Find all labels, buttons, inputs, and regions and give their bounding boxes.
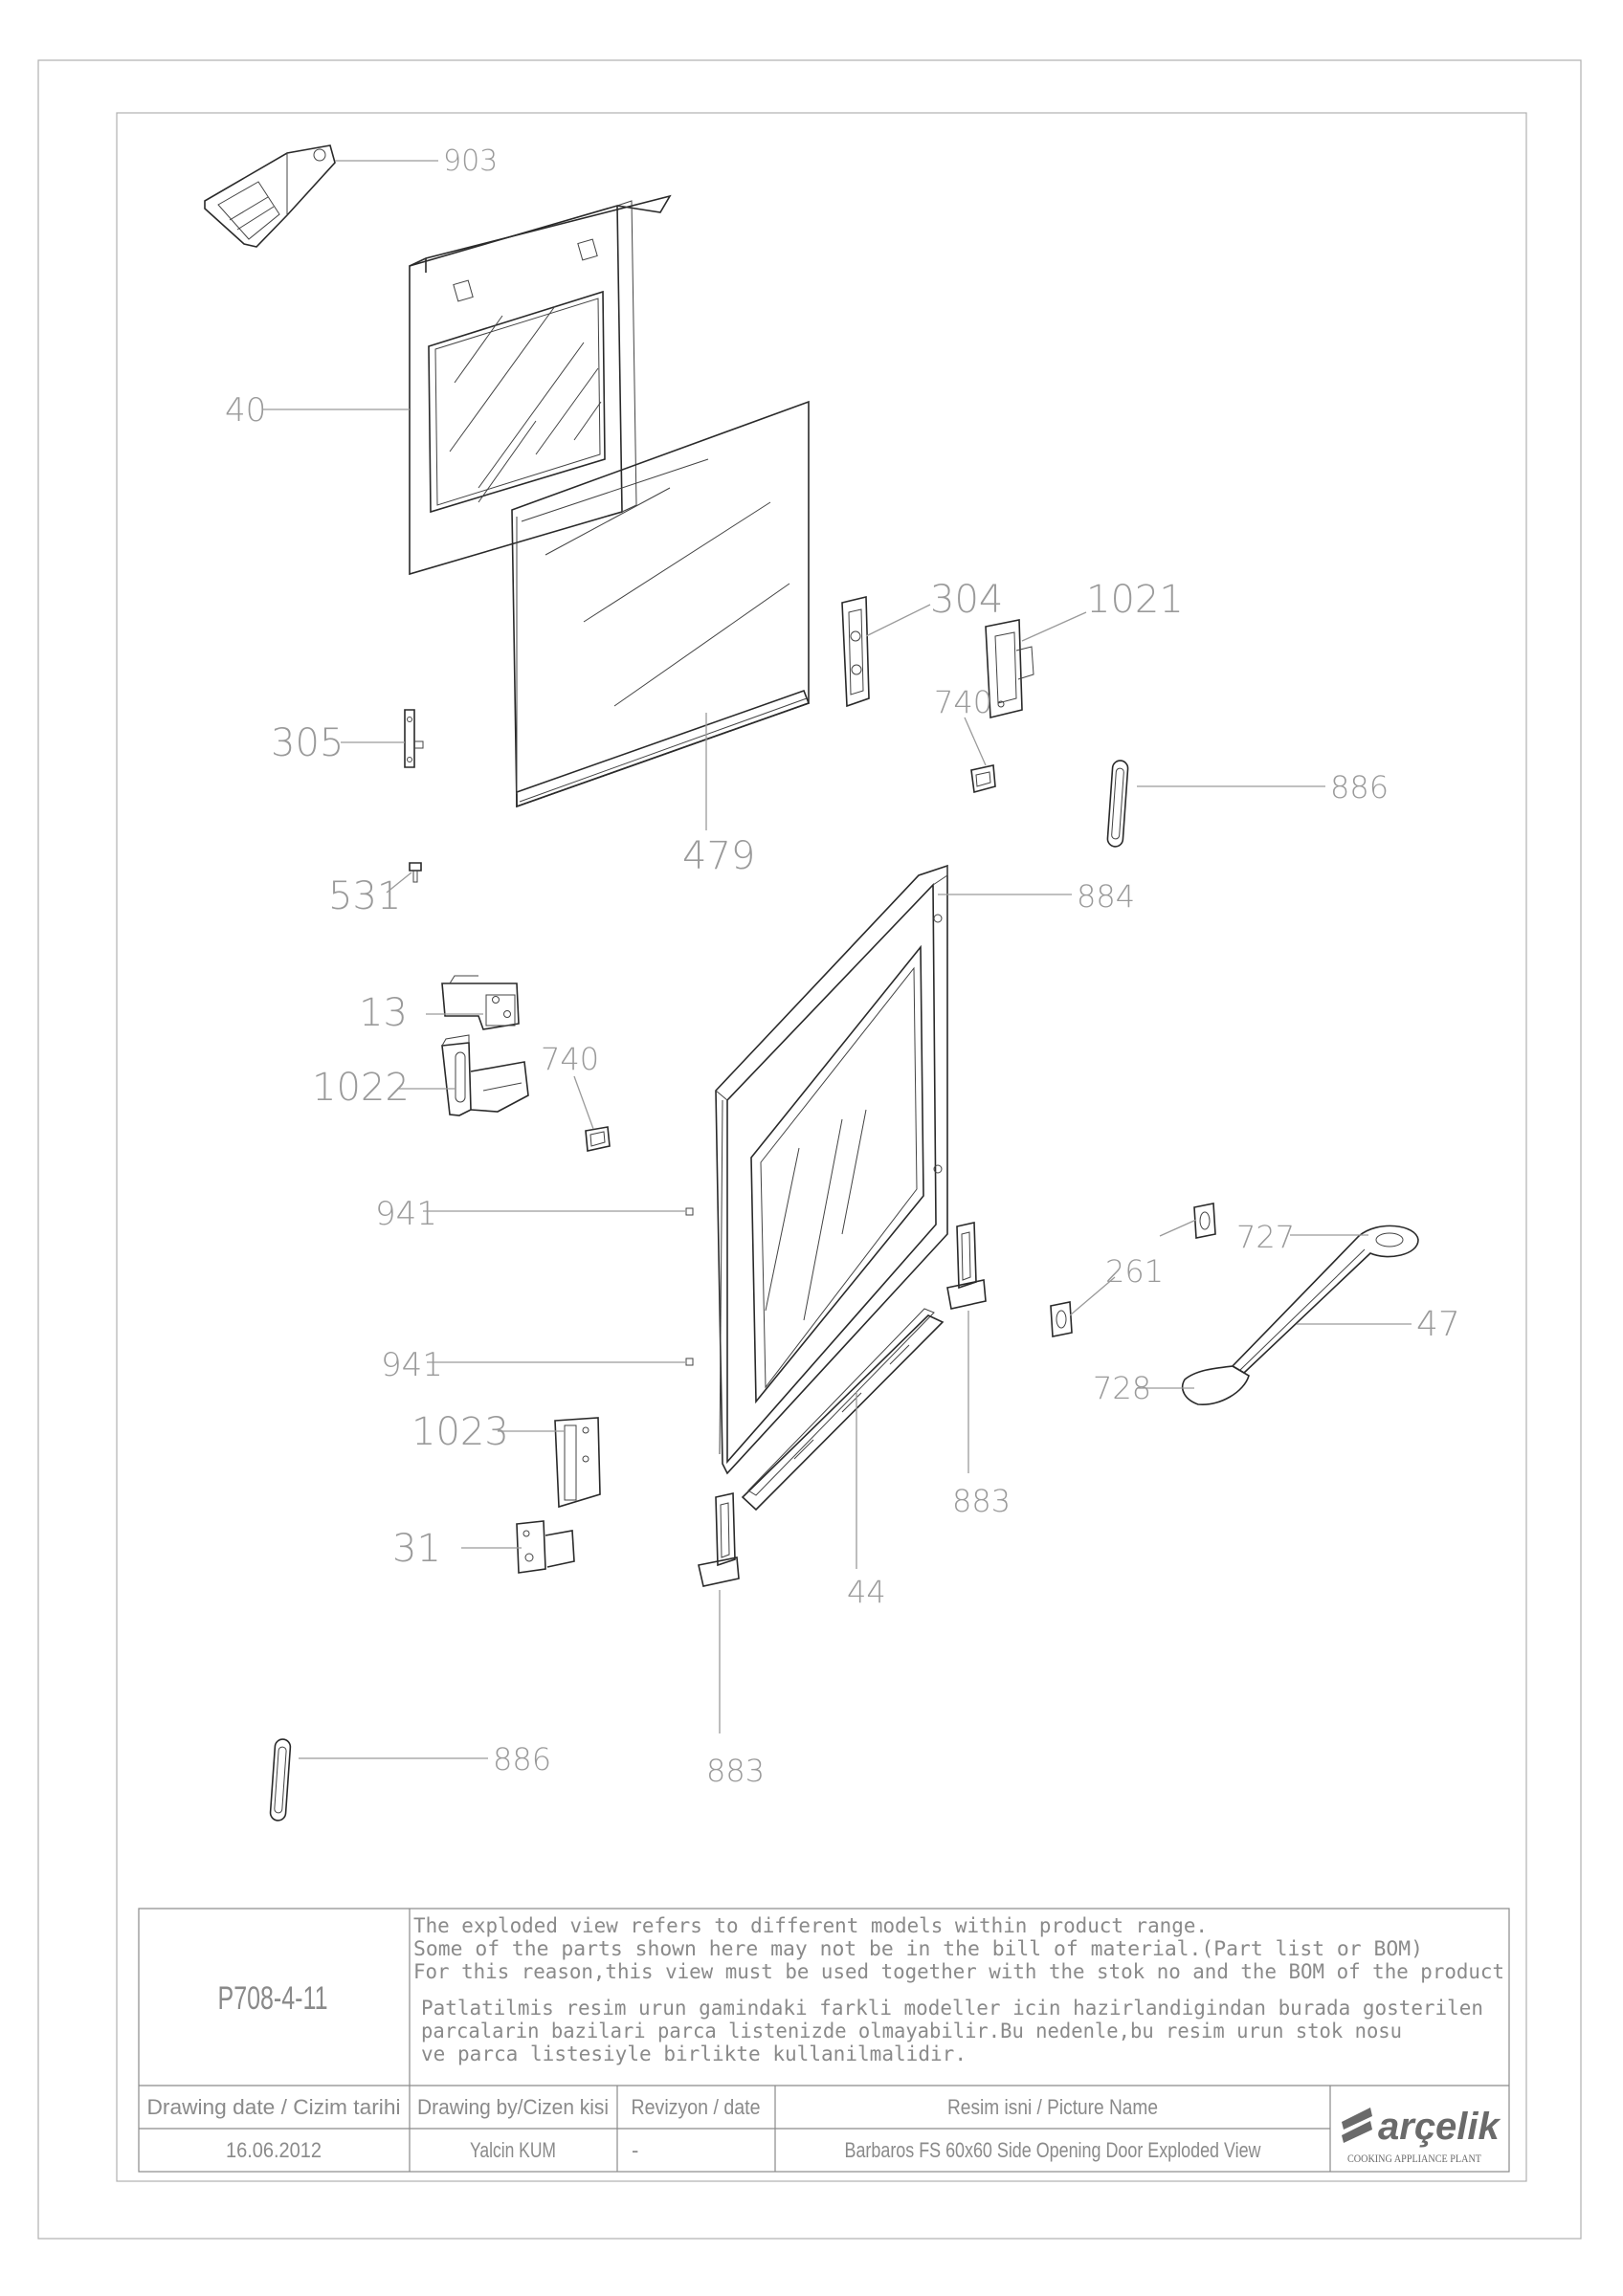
- header-revision: Revizyon / date: [632, 2095, 761, 2119]
- part-903-bracket: [204, 144, 336, 248]
- callout-883-right: 883: [952, 1483, 1011, 1519]
- part-740-clip-upper: [970, 764, 996, 794]
- part-44-bottom-rail: [741, 1308, 945, 1512]
- callout-305: 305: [271, 721, 344, 765]
- part-31-hinge-lower: [516, 1520, 575, 1574]
- leader-304: [865, 604, 931, 637]
- callout-479: 479: [682, 834, 755, 878]
- callout-47: 47: [1416, 1305, 1460, 1344]
- logo-subtitle: COOKING APPLIANCE PLANT: [1347, 2152, 1482, 2165]
- callout-941-lower: 941: [381, 1346, 443, 1384]
- callout-886-lower: 886: [493, 1741, 551, 1777]
- callout-304: 304: [930, 578, 1003, 622]
- part-261-spacers: [1050, 1203, 1216, 1337]
- outer-frame: [37, 59, 1582, 2240]
- value-drawing-by: Yalcin KUM: [470, 2138, 556, 2162]
- header-picture-name: Resim isni / Picture Name: [947, 2095, 1158, 2119]
- part-941-pad-lower: [685, 1358, 694, 1366]
- drawing-number: P708-4-11: [218, 1980, 328, 2017]
- callout-903: 903: [443, 144, 498, 178]
- arcelik-logo: arçelik COOKING APPLIANCE PLANT: [1342, 2106, 1501, 2165]
- callout-44: 44: [847, 1574, 886, 1610]
- note-en-line-3: For this reason,this view must be used t…: [413, 1960, 1504, 1983]
- callout-1021: 1021: [1086, 578, 1184, 622]
- value-picture-name: Barbaros FS 60x60 Side Opening Door Expl…: [845, 2138, 1261, 2162]
- note-tr-line-2: parcalarin bazilari parca listenizde olm…: [421, 2020, 1402, 2042]
- title-block: P708-4-11 The exploded view refers to di…: [138, 1908, 1510, 2173]
- part-304-hinge-block: [841, 595, 870, 708]
- callout-1023: 1023: [411, 1410, 509, 1454]
- part-531-screw: [409, 862, 422, 883]
- part-47-handle: [1181, 1225, 1419, 1405]
- leader-740b: [573, 1075, 594, 1130]
- header-drawing-date: Drawing date / Cizim tarihi: [147, 2095, 401, 2119]
- part-740-clip-lower: [585, 1126, 611, 1152]
- part-1023-hinge: [554, 1417, 601, 1509]
- part-941-pad-upper: [685, 1207, 694, 1216]
- callout-883-left: 883: [706, 1753, 765, 1789]
- value-revision: -: [632, 2138, 638, 2162]
- leader-740a: [964, 717, 987, 766]
- part-479-glass: [511, 400, 811, 808]
- leader-261: [1069, 1219, 1197, 1316]
- part-886-strip-lower: [269, 1738, 292, 1821]
- callout-886-upper: 886: [1330, 769, 1389, 806]
- leader-531: [386, 872, 412, 894]
- part-884-inner-door: [715, 864, 948, 1475]
- logo-wordmark: arçelik: [1378, 2106, 1501, 2148]
- note-en-line-2: Some of the parts shown here may not be …: [413, 1937, 1423, 1960]
- callout-740-lower: 740: [541, 1041, 599, 1077]
- note-en-line-1: The exploded view refers to different mo…: [413, 1914, 1208, 1937]
- inner-frame: [116, 112, 1527, 2182]
- callout-40: 40: [225, 391, 266, 430]
- part-305-pin-bracket: [404, 709, 424, 768]
- header-drawing-by: Drawing by/Cizen kisi: [417, 2095, 609, 2119]
- callout-13: 13: [359, 991, 408, 1035]
- callout-31: 31: [392, 1527, 441, 1571]
- part-883-post-left: [698, 1492, 740, 1587]
- part-40-door-panel: [409, 194, 672, 576]
- part-1021-hinge: [985, 619, 1034, 719]
- part-1022-hinge-arm: [441, 1034, 529, 1116]
- leader-1021: [1021, 611, 1087, 642]
- part-883-post-right: [946, 1222, 987, 1310]
- part-886-strip-upper: [1106, 760, 1129, 848]
- callout-728: 728: [1093, 1370, 1151, 1406]
- note-tr-line-3: ve parca listesiyle birlikte kullanilmal…: [421, 2042, 967, 2065]
- part-13-hinge-plate: [441, 975, 520, 1030]
- callout-261: 261: [1105, 1253, 1164, 1290]
- callout-727: 727: [1236, 1219, 1295, 1255]
- value-drawing-date: 16.06.2012: [226, 2138, 322, 2162]
- note-tr-line-1: Patlatilmis resim urun gamindaki farkli …: [421, 1997, 1483, 2020]
- callout-740-upper: 740: [934, 684, 992, 720]
- callout-941-upper: 941: [375, 1195, 437, 1233]
- callout-884: 884: [1077, 878, 1135, 915]
- title-block-border: [138, 1908, 1510, 2173]
- callout-1022: 1022: [312, 1066, 410, 1110]
- callout-531: 531: [328, 874, 401, 918]
